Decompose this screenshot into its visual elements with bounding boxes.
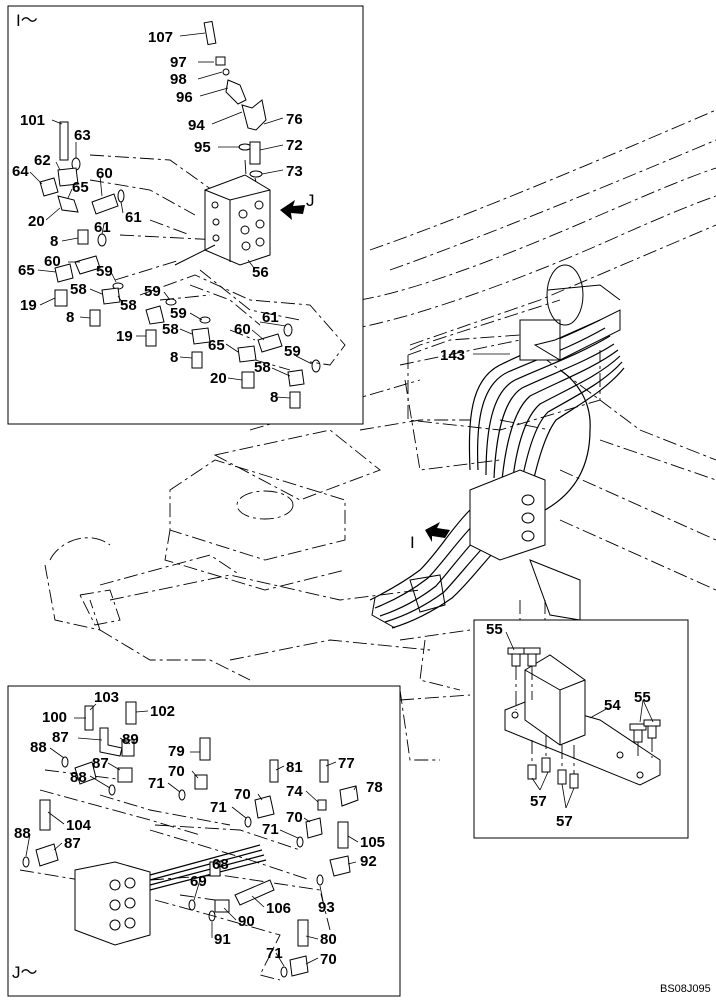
callout-j: 105 [360,834,385,851]
callout-i: 76 [286,111,303,128]
callout-j: 69 [190,873,207,890]
callout-i: 101 [20,112,45,129]
callout-i: 61 [262,309,279,326]
callout-j: 93 [318,899,335,916]
view-j-callouts: 103 100 102 87 89 88 79 87 81 77 88 70 7… [14,689,385,968]
callout-j: 78 [366,779,383,796]
callout-j: 70 [168,763,185,780]
callout-i: 8 [170,349,178,366]
callout-i: 20 [28,213,45,230]
callout-i: 72 [286,137,303,154]
callout-i: 58 [162,321,179,338]
callout-main: 54 [604,697,621,714]
callout-j: 104 [66,817,92,834]
view-i-marker: I [410,533,415,552]
callout-i: 65 [72,179,89,196]
callout-i: 95 [194,139,211,156]
callout-i: 19 [116,328,133,345]
callout-i: 8 [50,233,58,250]
callout-i: 56 [252,264,269,281]
callout-j: 89 [122,731,139,748]
callout-j: 70 [234,786,251,803]
callout-j: 92 [360,853,377,870]
bracket-detail-drawing [504,600,661,789]
view-i-title: I～ [16,11,38,30]
callout-i: 61 [125,209,142,226]
callout-j: 90 [238,913,255,930]
view-j-title: J～ [12,963,38,982]
callout-j: 71 [210,799,227,816]
view-j-marker: J [306,191,315,210]
callout-i: 94 [188,117,205,134]
callout-i: 59 [284,343,301,360]
view-i-drawing: J [39,20,346,409]
callout-j: 71 [262,821,279,838]
callout-i: 98 [170,71,187,88]
callout-j: 88 [70,769,87,786]
callout-i: 59 [96,263,113,280]
callout-i: 8 [270,389,278,406]
view-j-drawing [19,701,359,981]
callout-i: 58 [70,281,87,298]
machine-frame-outline [44,109,716,761]
callout-i: 63 [74,127,91,144]
drawing-code: BS08J095 [660,983,711,995]
callout-main: 57 [530,793,547,810]
callout-i: 64 [12,163,29,180]
callout-j: 102 [150,703,175,720]
main-callouts: 143 55 55 54 57 57 [440,347,651,830]
callout-j: 106 [266,900,291,917]
callout-j: 100 [42,709,67,726]
callout-j: 81 [286,759,303,776]
callout-i: 59 [144,283,161,300]
callout-i: 58 [120,297,137,314]
callout-i: 96 [176,89,193,106]
callout-j: 87 [64,835,81,852]
callout-i: 73 [286,163,303,180]
callout-i: 65 [208,337,225,354]
callout-j: 71 [266,945,283,962]
view-i-arrow: I [410,522,450,552]
callout-i: 60 [96,165,113,182]
callout-i: 65 [18,262,35,279]
callout-i: 97 [170,54,187,71]
callout-i: 8 [66,309,74,326]
callout-j: 88 [14,825,31,842]
callout-i: 19 [20,297,37,314]
callout-j: 79 [168,743,185,760]
callout-main: 143 [440,347,465,364]
callout-j: 74 [286,783,303,800]
callout-j: 91 [214,931,231,948]
callout-i: 60 [44,253,61,270]
view-i-callouts: 107 97 98 96 94 76 95 72 73 101 63 62 64… [12,29,303,406]
callout-j: 103 [94,689,119,706]
callout-i: 107 [148,29,173,46]
hose-bundle [369,264,625,629]
callout-j: 71 [148,775,165,792]
callout-main: 55 [486,621,503,638]
callout-i: 58 [254,359,271,376]
callout-j: 87 [92,755,109,772]
callout-j: 68 [212,856,229,873]
callout-j: 80 [320,931,337,948]
callout-i: 61 [94,219,111,236]
callout-i: 60 [234,321,251,338]
callout-j: 70 [320,951,337,968]
callout-main: 55 [634,689,651,706]
callout-i: 62 [34,152,51,169]
callout-j: 87 [52,729,69,746]
callout-main: 57 [556,813,573,830]
callout-i: 59 [170,305,187,322]
callout-j: 77 [338,755,355,772]
callout-i: 20 [210,370,227,387]
callout-j: 70 [286,809,303,826]
view-i-frame [7,5,364,425]
leader-lines [25,32,654,967]
callout-j: 88 [30,739,47,756]
